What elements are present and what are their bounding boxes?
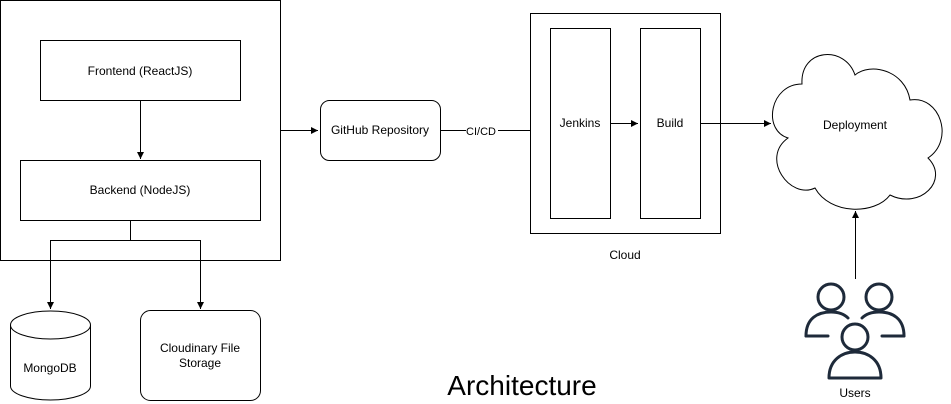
cloud-label: Cloud [609, 248, 640, 262]
backend-node: Backend (NodeJS) [20, 160, 261, 221]
cloud-shape [772, 54, 943, 210]
mongodb-node: MongoDB [10, 310, 91, 401]
github-label: GitHub Repository [331, 123, 429, 137]
build-node: Build [640, 28, 701, 219]
jenkins-node: Jenkins [550, 28, 611, 219]
backend-to-mongodb-arrow [47, 221, 131, 309]
frontend-node: Frontend (ReactJS) [40, 40, 241, 101]
backend-to-cloudinary-arrow [130, 240, 204, 309]
jenkins-label: Jenkins [560, 116, 601, 130]
cicd-label: CI/CD [466, 126, 496, 138]
database-icon [10, 310, 91, 401]
build-label: Build [657, 116, 684, 130]
backend-label: Backend (NodeJS) [90, 183, 191, 197]
github-node: GitHub Repository [320, 100, 441, 161]
users-icon [804, 282, 906, 380]
frontend-label: Frontend (ReactJS) [88, 64, 193, 78]
deployment-label: Deployment [823, 118, 888, 132]
deployment-node: Deployment [772, 54, 943, 210]
cloudinary-node: Cloudinary File Storage [140, 310, 261, 401]
diagram-title: Architecture [447, 370, 596, 401]
cloudinary-label-line1: Cloudinary File [160, 341, 240, 355]
users-label: Users [839, 386, 870, 400]
cicd-label-bg [466, 125, 498, 137]
mongodb-label: MongoDB [23, 361, 76, 375]
cloudinary-label-line2: Storage [179, 356, 221, 370]
